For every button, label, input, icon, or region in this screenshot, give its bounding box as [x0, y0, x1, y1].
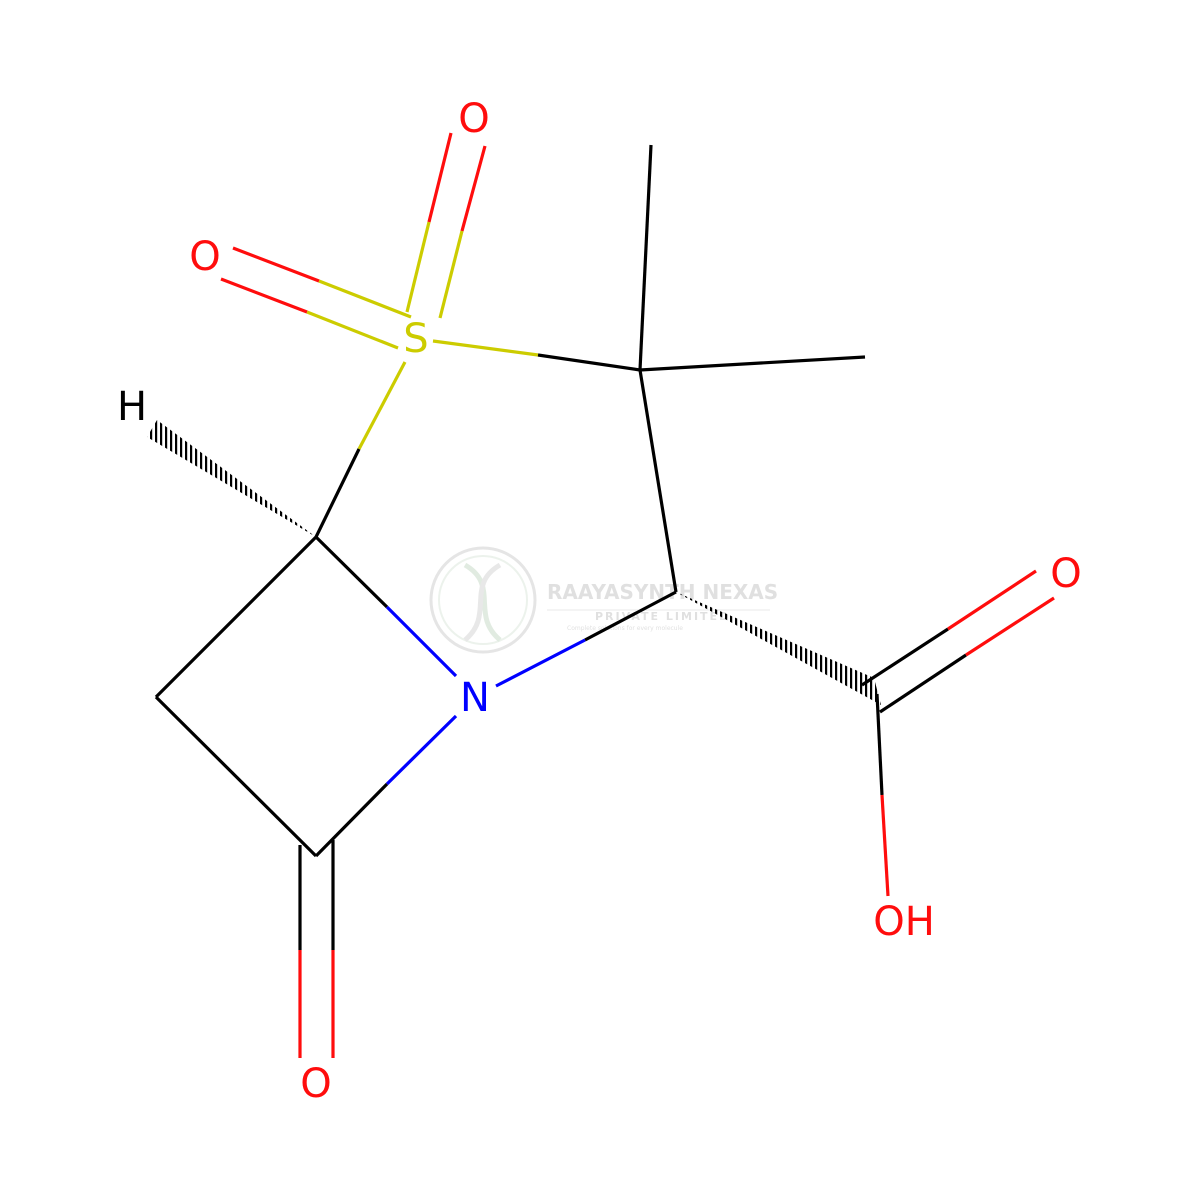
- bond-c2-n: [584, 590, 677, 642]
- bond-acid-c-o-a: [861, 627, 949, 687]
- bond-c3-c2: [638, 369, 678, 593]
- bond-s-o-left-b: [318, 279, 412, 319]
- atom-n: N: [460, 675, 490, 721]
- bond-n-c7: [385, 714, 458, 786]
- atom-o-top: O: [458, 96, 489, 142]
- watermark-subtitle: PRIVATE LIMITED: [595, 610, 730, 623]
- bond-s-o-top-a: [405, 221, 431, 313]
- atom-h: H: [117, 384, 147, 430]
- bonds: [154, 132, 1055, 1058]
- bond-c3-methyl-right: [639, 355, 866, 372]
- watermark-tagline: Complete solutions for every molecule: [567, 625, 683, 632]
- bond-c5-c6: [154, 535, 318, 699]
- hashed-wedge-c5-h: [147, 420, 316, 537]
- atom-s: S: [403, 316, 428, 362]
- bond-c5-n: [314, 535, 389, 609]
- bond-s-c3: [432, 339, 539, 357]
- atom-o-acid: O: [1050, 551, 1081, 597]
- hashed-wedge-c2-cooh: [676, 592, 881, 705]
- bond-c3-methyl-up: [638, 144, 653, 371]
- bond-s-c5: [357, 361, 407, 450]
- atom-oh: OH: [873, 899, 935, 945]
- atom-o-carbonyl: O: [300, 1061, 331, 1107]
- atom-o-left: O: [189, 234, 220, 280]
- bond-s-o-left-a: [306, 310, 399, 350]
- bond-c6-c7: [154, 695, 318, 858]
- watermark-logo-icon: [429, 546, 537, 654]
- bond-acid-c-oh: [875, 693, 884, 796]
- watermark: RAAYASYNTH NEXAS PRIVATE LIMITED Complet…: [429, 546, 778, 654]
- bond-s-o-top-b: [438, 230, 464, 319]
- atom-labels: O O S H N O O OH: [117, 96, 1082, 1107]
- bond-acid-c-o-b: [879, 653, 967, 714]
